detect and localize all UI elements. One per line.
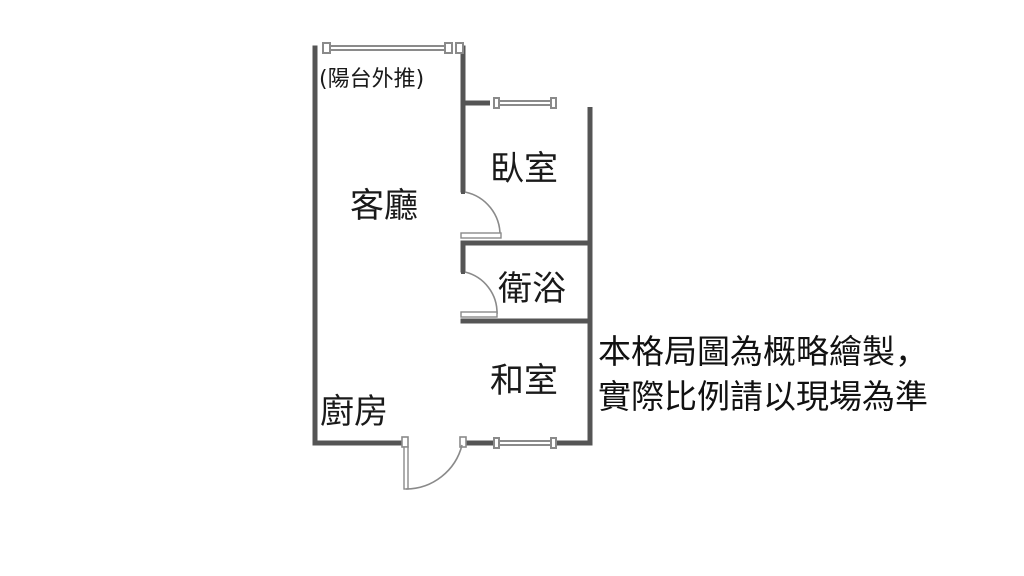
entrance-door bbox=[401, 436, 467, 490]
balcony-note: (陽台外推) bbox=[319, 67, 424, 92]
bedroom-window bbox=[490, 97, 620, 109]
room-label-bedroom: 臥室 bbox=[490, 149, 558, 189]
room-label-bathroom: 衛浴 bbox=[498, 269, 566, 309]
bedroom-door bbox=[460, 188, 502, 239]
room-label-living: 客廳 bbox=[350, 186, 418, 226]
disclaimer-line-1: 本格局圖為概略繪製， bbox=[598, 332, 928, 371]
washitsu-window bbox=[493, 437, 557, 449]
room-label-kitchen: 廚房 bbox=[320, 392, 388, 432]
room-label-washitsu: 和室 bbox=[490, 361, 558, 401]
bathroom-door bbox=[460, 268, 498, 318]
balcony-window bbox=[322, 42, 464, 54]
disclaimer-line-2: 實際比例請以現場為準 bbox=[598, 377, 928, 416]
